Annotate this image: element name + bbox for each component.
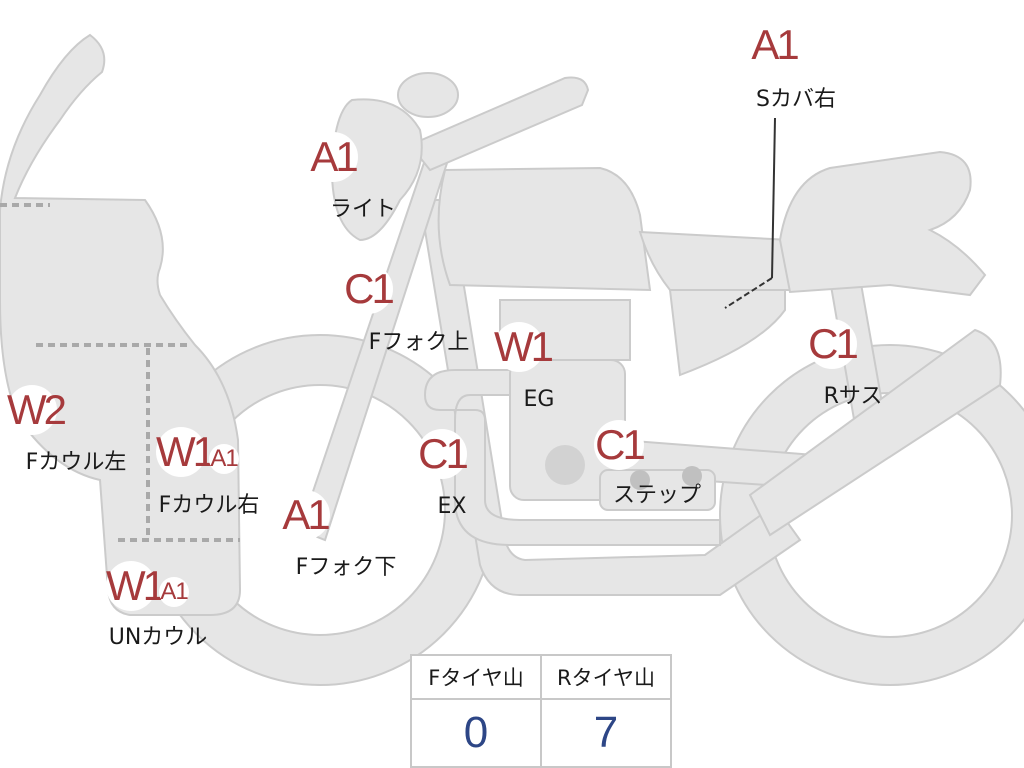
- grade-exhaust: C1: [417, 429, 469, 479]
- label-front-fork-lower: Fフォク下: [295, 555, 397, 580]
- rear-fender: [748, 328, 1002, 537]
- grade-front-cowl-right-a: A1: [209, 444, 239, 474]
- label-engine: EG: [523, 387, 555, 412]
- cowl-dividers: [0, 203, 240, 542]
- label-rear-suspension: Rサス: [823, 384, 883, 409]
- grade-front-fork-upper: C1: [343, 264, 395, 314]
- label-front-cowl-right: Fカウル右: [158, 493, 260, 518]
- front-tire-value: 0: [410, 698, 542, 768]
- grade-front-fork-lower: A1: [280, 490, 331, 540]
- label-light: ライト: [329, 197, 397, 222]
- label-side-cover-right: Sカバ右: [756, 87, 836, 112]
- grade-side-cover-right: A1: [749, 20, 800, 70]
- grade-under-cowl-w: W1: [106, 561, 166, 611]
- grade-engine: W1: [494, 322, 554, 372]
- front-tire-header: Fタイヤ山: [410, 654, 542, 700]
- label-exhaust: EX: [437, 494, 467, 519]
- grade-front-cowl-right-w: W1: [156, 427, 216, 477]
- side-cover-lower: [668, 289, 786, 377]
- handlebar: [408, 76, 590, 172]
- grade-step: C1: [594, 420, 646, 470]
- step-pegs: [599, 466, 716, 511]
- tire-tread-table: Fタイヤ山 Rタイヤ山 0 7: [410, 654, 672, 768]
- grade-under-cowl-a: A1: [159, 577, 189, 607]
- fuel-tank: [437, 166, 652, 292]
- grade-rear-suspension: C1: [807, 319, 859, 369]
- grade-front-cowl-left: W2: [7, 385, 67, 435]
- label-under-cowl: UNカウル: [108, 625, 208, 650]
- rear-tire-value: 7: [540, 698, 672, 768]
- side-cover-leader-line: [724, 117, 776, 309]
- mirror: [397, 72, 459, 118]
- label-front-cowl-left: Fカウル左: [25, 450, 127, 475]
- seat: [778, 150, 987, 297]
- label-step: ステップ: [612, 483, 702, 508]
- rear-tire-header: Rタイヤ山: [540, 654, 672, 700]
- front-cowl: [0, 33, 242, 616]
- label-front-fork-upper: Fフォク上: [368, 330, 470, 355]
- grade-light: A1: [308, 132, 359, 182]
